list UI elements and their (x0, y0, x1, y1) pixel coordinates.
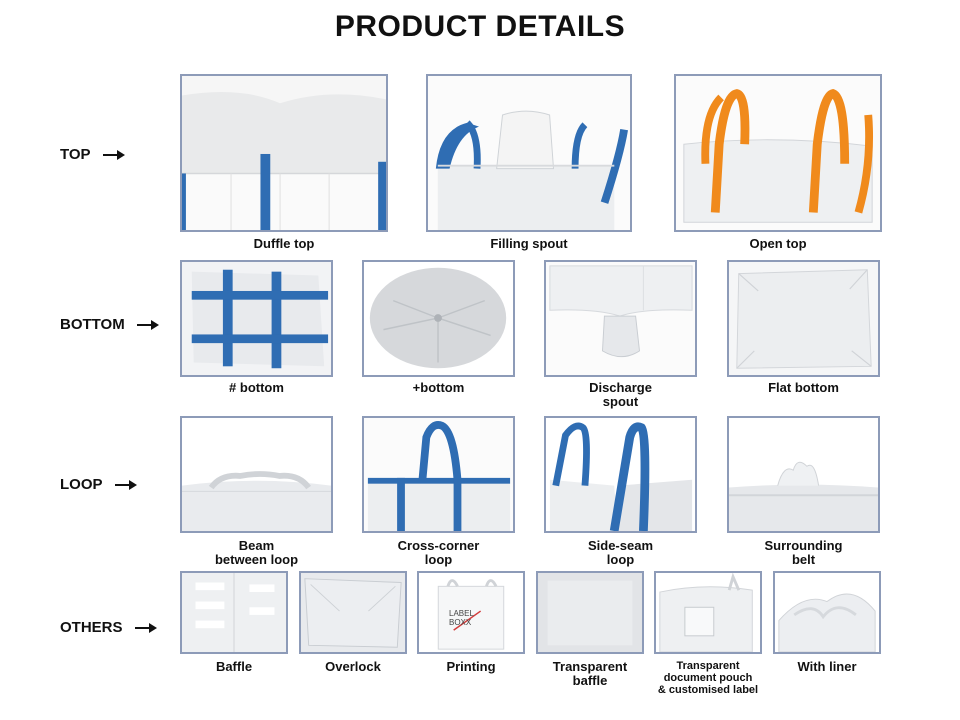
caption-line: Beam (238, 538, 275, 553)
caption-cross-corner-loop: Cross-corner loop (362, 539, 515, 567)
document-pouch-image (654, 571, 762, 654)
open-top-image (674, 74, 882, 232)
caption-line: belt (791, 552, 816, 567)
caption-document-pouch: Transparent document pouch & customised … (654, 660, 762, 696)
caption-line: document pouch (663, 672, 753, 684)
caption-line: & customised label (657, 684, 759, 696)
transparent-baffle-image (536, 571, 644, 654)
flat-bottom-image (727, 260, 880, 377)
caption-line: loop (424, 552, 453, 567)
caption-line: loop (606, 552, 635, 567)
row-label-text: TOP (60, 146, 91, 163)
duffle-top-image (180, 74, 388, 232)
caption-line: Surrounding (764, 538, 843, 553)
with-liner-image (773, 571, 881, 654)
caption-line: Discharge (589, 380, 652, 395)
discharge-spout-image (544, 260, 697, 377)
caption-line: baffle (572, 673, 608, 688)
arrow-right-icon (102, 149, 125, 160)
arrow-right-icon (136, 319, 159, 330)
row-label-top: TOP (60, 146, 125, 163)
caption-baffle: Baffle (215, 659, 253, 674)
row-label-text: OTHERS (60, 619, 123, 636)
caption-duffle-top: Duffle top (253, 236, 315, 251)
caption-hash-bottom: # bottom (229, 380, 284, 395)
beam-loop-image (180, 416, 333, 533)
caption-open-top: Open top (749, 236, 807, 251)
baffle-image (180, 571, 288, 654)
printing-logo-line: LABEL (449, 609, 474, 618)
row-label-others: OTHERS (60, 619, 157, 636)
printing-logo-line: BOXX (449, 618, 472, 627)
caption-with-liner: With liner (797, 659, 857, 674)
caption-plus-bottom: +bottom (412, 380, 465, 395)
printing-image: LABEL BOXX (417, 571, 525, 654)
caption-discharge-spout: Discharge spout (544, 381, 697, 409)
side-seam-loop-image (544, 416, 697, 533)
caption-line: Cross-corner (397, 538, 480, 553)
row-label-text: LOOP (60, 476, 103, 493)
caption-line: Transparent (676, 660, 740, 672)
page-title: PRODUCT DETAILS (334, 10, 626, 43)
surrounding-belt-image (727, 416, 880, 533)
printing-logo: LABEL BOXX (449, 609, 474, 627)
caption-transparent-baffle: Transparent baffle (536, 660, 644, 688)
caption-line: Side-seam (587, 538, 654, 553)
caption-line: spout (602, 394, 639, 409)
caption-surrounding-belt: Surrounding belt (727, 539, 880, 567)
row-label-text: BOTTOM (60, 316, 125, 333)
plus-bottom-image (362, 260, 515, 377)
caption-printing: Printing (446, 659, 496, 674)
caption-filling-spout: Filling spout (490, 236, 568, 251)
caption-line: Transparent (552, 659, 628, 674)
filling-spout-image (426, 74, 632, 232)
caption-line: between loop (214, 552, 299, 567)
caption-beam-loop: Beam between loop (180, 539, 333, 567)
caption-flat-bottom: Flat bottom (768, 380, 839, 395)
arrow-right-icon (114, 479, 137, 490)
row-label-loop: LOOP (60, 476, 137, 493)
hash-bottom-image (180, 260, 333, 377)
overlock-image (299, 571, 407, 654)
arrow-right-icon (134, 622, 157, 633)
caption-side-seam-loop: Side-seam loop (544, 539, 697, 567)
row-label-bottom: BOTTOM (60, 316, 159, 333)
cross-corner-loop-image (362, 416, 515, 533)
caption-overlock: Overlock (325, 659, 381, 674)
